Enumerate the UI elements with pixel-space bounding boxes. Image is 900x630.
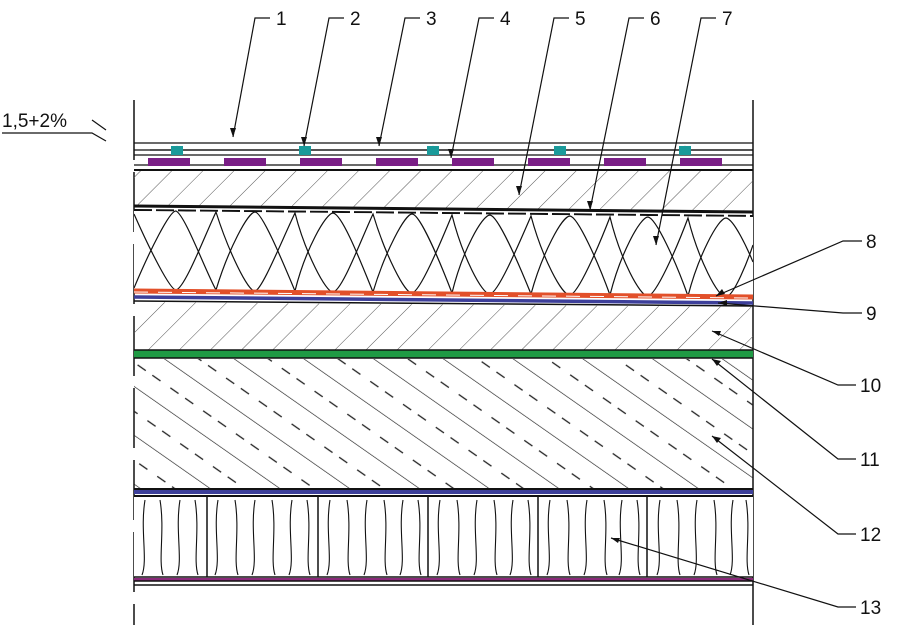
callout-label-12: 12	[860, 525, 881, 546]
callout-label-5: 5	[575, 9, 586, 30]
layer-lamella-insulation	[134, 497, 753, 577]
callout-label-1: 1	[276, 9, 287, 30]
layer-concrete-slab	[134, 359, 753, 489]
callout-11: 11	[711, 358, 880, 471]
callout-label-2: 2	[350, 9, 361, 30]
layer-screed	[134, 171, 753, 211]
seam-joints	[171, 146, 691, 155]
callout-label-6: 6	[650, 9, 661, 30]
callout-label-8: 8	[866, 232, 877, 253]
callout-label-13: 13	[860, 598, 881, 619]
callout-label-7: 7	[722, 9, 733, 30]
callout-7: 7	[653, 9, 733, 246]
callout-1: 1	[230, 9, 287, 138]
callout-label-10: 10	[860, 376, 881, 397]
callout-9: 9	[717, 300, 877, 325]
layer-bottom-film	[134, 576, 753, 586]
callout-10: 10	[711, 330, 881, 397]
slope-indicator: 1,5+2%	[2, 111, 107, 142]
layer-green-membrane	[134, 349, 753, 359]
layer-vapor-barrier	[134, 288, 753, 307]
callout-label-9: 9	[866, 304, 877, 325]
purple-strips	[148, 158, 722, 166]
callout-6: 6	[587, 9, 661, 211]
callout-label-4: 4	[500, 9, 511, 30]
callout-2: 2	[301, 9, 361, 147]
callout-12: 12	[711, 435, 881, 546]
callout-4: 4	[448, 9, 511, 159]
callout-5: 5	[516, 9, 586, 196]
layer-lower-membrane	[134, 488, 753, 497]
callout-label-3: 3	[426, 9, 437, 30]
callout-8: 8	[715, 232, 877, 297]
layer-leveling-screed	[134, 302, 753, 350]
callout-3: 3	[376, 9, 437, 147]
layer-separating-membrane	[134, 204, 753, 217]
callout-13: 13	[610, 537, 881, 619]
slope-label: 1,5+2%	[2, 111, 67, 132]
callout-label-11: 11	[860, 450, 880, 471]
